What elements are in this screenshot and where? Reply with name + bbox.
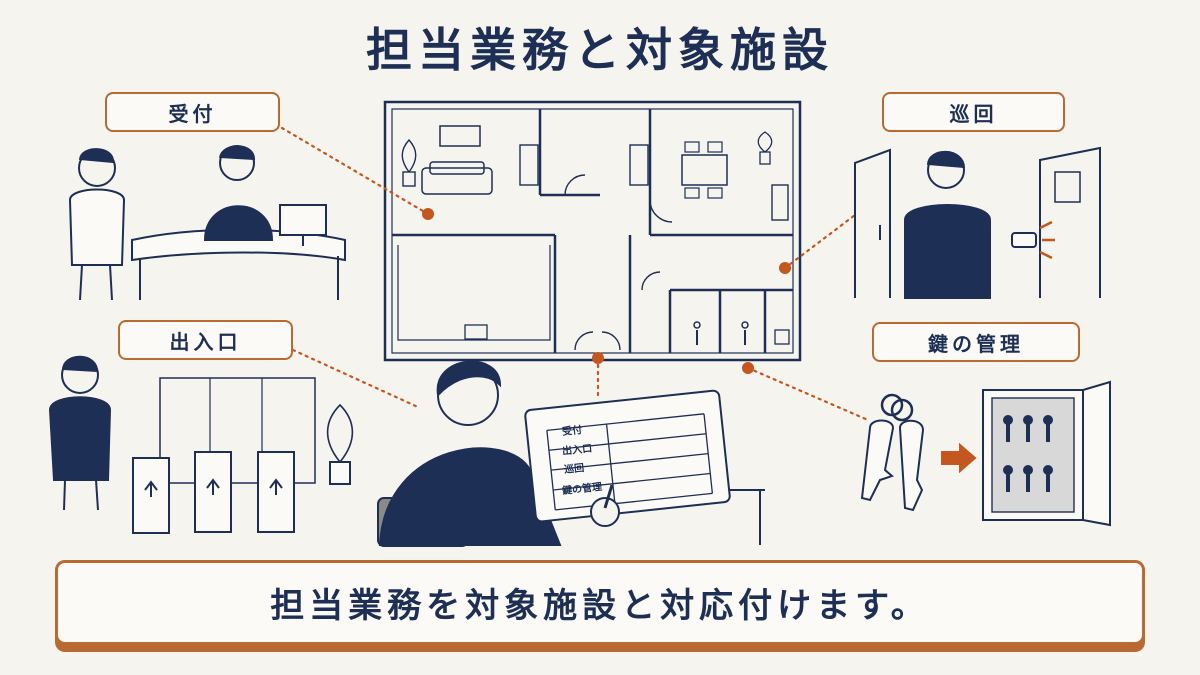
entrance-scene bbox=[48, 355, 354, 534]
patrol-scene bbox=[854, 146, 1101, 299]
checklist-row-entrance: 出入口 bbox=[561, 443, 593, 458]
connector-dots bbox=[422, 208, 791, 374]
page-title: 担当業務と対象施設 bbox=[366, 23, 834, 77]
operator-scene bbox=[377, 360, 765, 547]
checklist-row-patrol: 巡回 bbox=[563, 462, 585, 477]
caption-banner: 担当業務を対象施設と対応付けます。 bbox=[55, 560, 1145, 645]
checklist-row-reception: 受付 bbox=[561, 424, 583, 439]
reception-scene bbox=[68, 145, 346, 301]
floor-plan bbox=[383, 100, 802, 362]
label-key-management: 鍵の管理 bbox=[872, 322, 1080, 362]
connectors bbox=[280, 126, 870, 422]
label-entrance: 出入口 bbox=[118, 320, 293, 360]
key-scene bbox=[860, 380, 1111, 527]
label-patrol: 巡回 bbox=[882, 92, 1065, 132]
label-reception: 受付 bbox=[105, 92, 280, 132]
